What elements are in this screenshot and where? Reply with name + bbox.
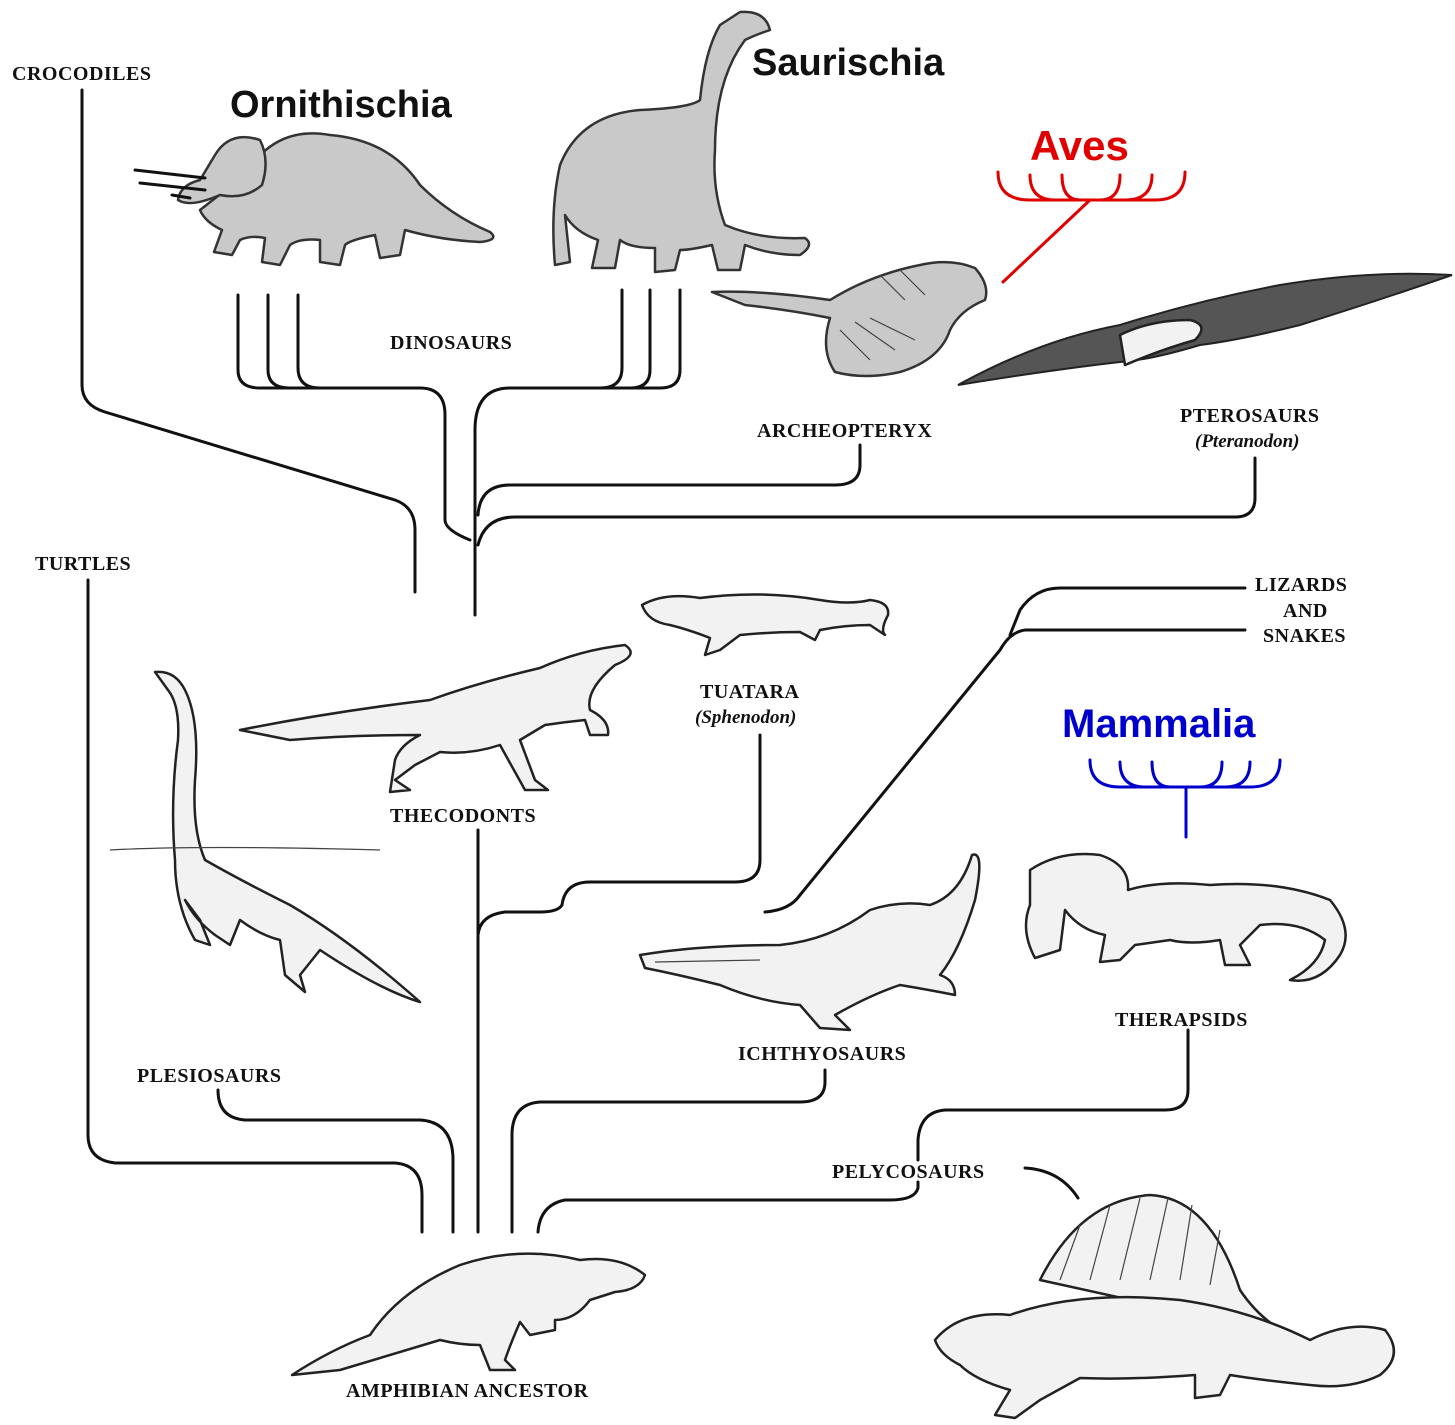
label-dinosaurs: DINOSAURS — [390, 332, 512, 354]
branch-lizards-upper — [1010, 588, 1245, 635]
label-turtles: TURTLES — [35, 553, 131, 575]
group-label-saurischia: Saurischia — [752, 42, 945, 84]
branch-lizards-lower — [765, 630, 1245, 912]
therapsid-illustration — [1026, 854, 1346, 981]
tuatara-illustration — [642, 594, 888, 655]
label-tuatara-genus: (Sphenodon) — [695, 707, 796, 728]
label-archeopteryx: ARCHEOPTERYX — [757, 420, 932, 442]
branch-pelycosaurs — [538, 1182, 918, 1232]
branch-pterosaurs — [478, 458, 1255, 545]
branch-ichthyosaurs — [512, 1070, 825, 1232]
label-pterosaurs: PTEROSAURS — [1180, 405, 1319, 427]
dimetrodon-illustration — [935, 1195, 1394, 1418]
branch-saurischia-2 — [630, 290, 650, 388]
branch-therapsids — [918, 1030, 1188, 1160]
label-tuatara: TUATARA — [700, 681, 799, 703]
mammalia-fan — [1090, 760, 1280, 837]
label-thecodonts: THECODONTS — [390, 805, 536, 827]
label-pelycosaurs: PELYCOSAURS — [832, 1161, 985, 1183]
aves-fan — [998, 172, 1185, 282]
label-pterosaurs-genus: (Pteranodon) — [1195, 431, 1300, 452]
branch-plesiosaurs — [218, 1090, 453, 1232]
group-label-aves: Aves — [1030, 122, 1129, 169]
label-lizards-line3: SNAKES — [1263, 625, 1346, 647]
label-amphibian-ancestor: AMPHIBIAN ANCESTOR — [346, 1380, 589, 1402]
label-lizards-line2: AND — [1283, 600, 1328, 622]
group-label-ornithischia: Ornithischia — [230, 84, 453, 126]
label-therapsids: THERAPSIDS — [1115, 1009, 1248, 1031]
archeopteryx-illustration — [712, 262, 986, 376]
pteranodon-illustration — [958, 274, 1452, 385]
branch-saurischia-3 — [600, 290, 622, 388]
label-plesiosaurs: PLESIOSAURS — [137, 1065, 281, 1087]
group-label-mammalia: Mammalia — [1062, 702, 1256, 746]
branch-archeopteryx — [478, 445, 860, 515]
branch-ornithischia-3 — [298, 295, 320, 388]
thecodont-illustration — [240, 645, 631, 792]
branch-ornithischia-2 — [268, 295, 290, 388]
label-crocodiles: CROCODILES — [12, 63, 151, 85]
triceratops-illustration — [135, 133, 493, 265]
label-lizards-line1: LIZARDS — [1255, 574, 1347, 596]
label-ichthyosaurs: ICHTHYOSAURS — [738, 1043, 906, 1065]
amphibian-ancestor-illustration — [292, 1254, 645, 1375]
branch-pelycosaur-pointer — [1025, 1168, 1078, 1198]
